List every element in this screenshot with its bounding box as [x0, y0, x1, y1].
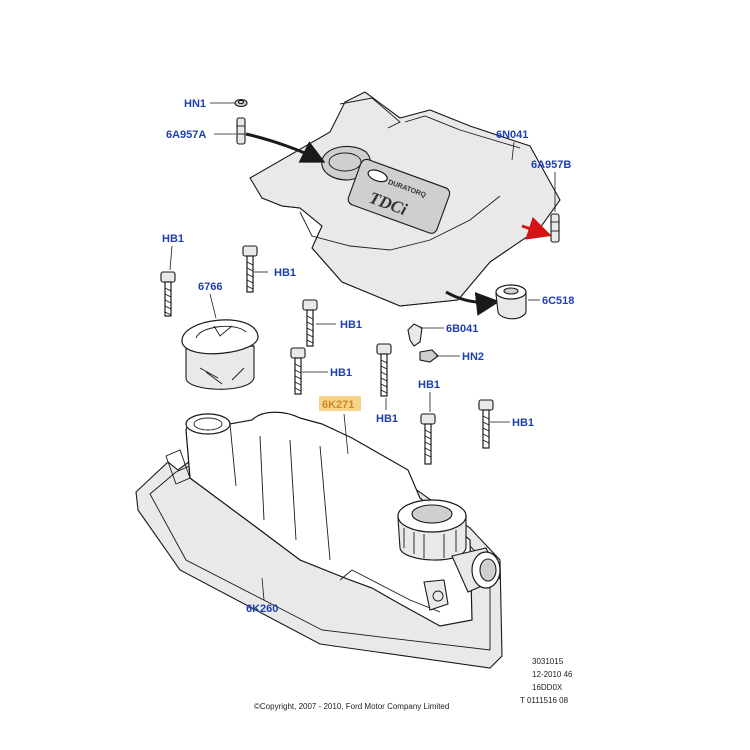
grommet-arrow	[445, 290, 500, 316]
pin-6a957b-arrow	[521, 216, 552, 240]
bolt-hb1-f	[478, 399, 494, 449]
reference-block: 3031015 12-2010 46 16DD0X T 0111516 08	[520, 657, 573, 705]
cam-cover-6k271	[165, 411, 501, 627]
label-hb1-left: HB1	[162, 233, 184, 245]
label-hb1-a: HB1	[274, 267, 296, 279]
mounting-lug	[423, 579, 449, 611]
nut-hn2	[419, 349, 439, 363]
bolt-hb1-left	[160, 271, 176, 317]
bolt-hb1-b	[302, 299, 318, 347]
reference-line-3: 16DD0X	[532, 683, 563, 692]
bolt-hb1-c	[290, 347, 306, 395]
pin-6a957a	[236, 117, 246, 145]
label-hb1-c: HB1	[330, 367, 352, 379]
grommet-6c518	[495, 284, 527, 320]
bolt-hb1-d	[376, 343, 392, 397]
engine-cover: DURATORQ TDCi	[249, 91, 561, 307]
label-hb1-e: HB1	[418, 379, 440, 391]
label-6766: 6766	[198, 281, 222, 293]
reference-line-4: T 0111516 08	[520, 696, 569, 705]
clip-6b041	[407, 323, 423, 347]
label-6k271-highlight	[319, 396, 361, 411]
oil-filler-cap-6766	[181, 319, 259, 390]
leader-lines	[169, 102, 556, 601]
label-hb1-f: HB1	[512, 417, 534, 429]
copyright-text: ©Copyright, 2007 - 2010, Ford Motor Comp…	[254, 702, 449, 711]
bolt-hb1-e	[420, 413, 436, 465]
label-6k260: 6K260	[246, 603, 278, 615]
hn1-clip	[234, 98, 248, 108]
filler-neck	[185, 413, 231, 435]
label-6b041: 6B041	[446, 323, 478, 335]
label-6a957b: 6A957B	[531, 159, 571, 171]
pin-6a957a-arrow	[245, 132, 326, 163]
label-hb1-d: HB1	[376, 413, 398, 425]
breather-outlet	[451, 547, 501, 593]
engine-badge: DURATORQ TDCi	[347, 158, 451, 234]
reference-line-2: 12-2010 46	[532, 670, 573, 679]
label-6n041: 6N041	[496, 129, 528, 141]
breather-valve	[397, 499, 467, 561]
label-hn2: HN2	[462, 351, 484, 363]
pin-6a957b	[550, 213, 560, 243]
label-hn1: HN1	[184, 98, 206, 110]
reference-line-1: 3031015	[532, 657, 564, 666]
label-6c518: 6C518	[542, 295, 574, 307]
label-6a957a: 6A957A	[166, 129, 206, 141]
label-hb1-b: HB1	[340, 319, 362, 331]
bolt-hb1-a	[242, 245, 258, 293]
label-6k271: 6K271	[322, 399, 354, 411]
